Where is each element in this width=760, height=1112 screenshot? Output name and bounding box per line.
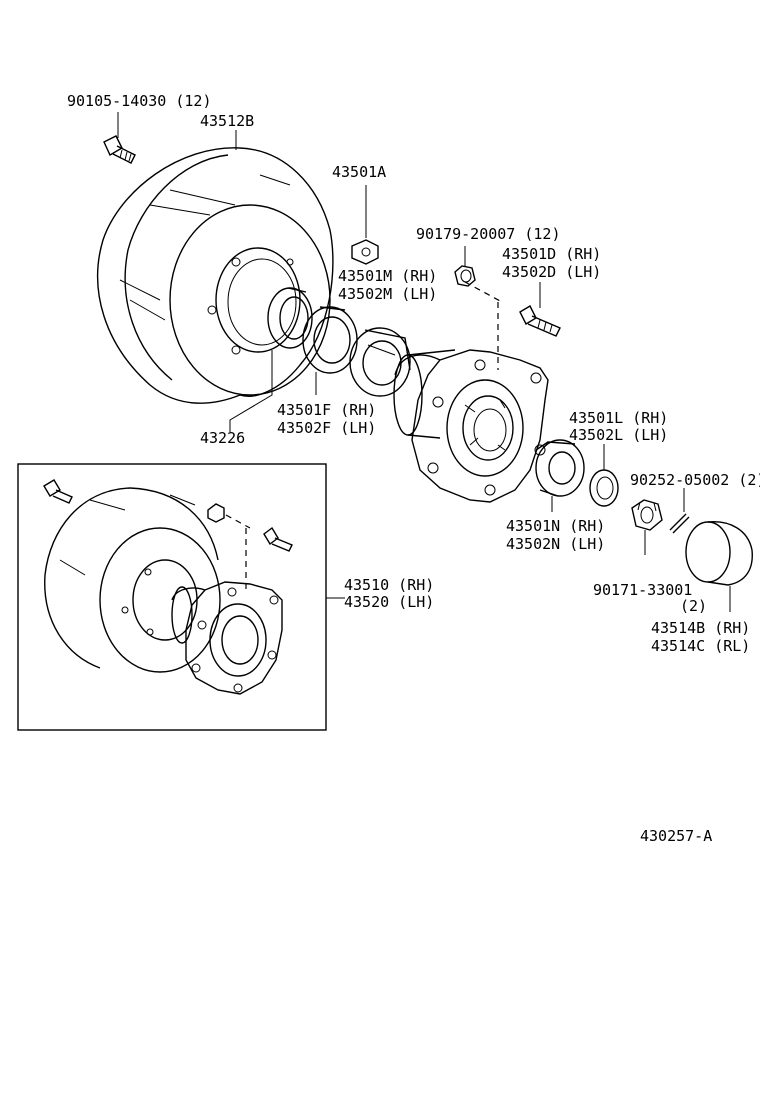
inset-nut[interactable] bbox=[207, 503, 225, 523]
label-cap-43514C: 43514C (RL) bbox=[651, 637, 751, 655]
label-bearing-43502N: 43502N (LH) bbox=[506, 535, 606, 553]
label-nut-90171-qty: (2) bbox=[680, 597, 708, 615]
part-43501A[interactable] bbox=[351, 239, 379, 265]
label-assy-43520: 43520 (LH) bbox=[344, 593, 435, 611]
label-nut-90171: 90171-33001 bbox=[593, 581, 693, 599]
label-cap-43514B: 43514B (RH) bbox=[651, 619, 751, 637]
label-bearing-43502M: 43502M (LH) bbox=[338, 285, 438, 303]
label-part-43501A: 43501A bbox=[332, 163, 387, 181]
outer-race-43501L[interactable] bbox=[589, 469, 619, 507]
inset-stud[interactable] bbox=[263, 526, 293, 552]
brake-drum[interactable] bbox=[97, 147, 334, 404]
label-drum-43512B: 43512B bbox=[200, 112, 255, 130]
label-bolt-43502D: 43502D (LH) bbox=[502, 263, 602, 281]
cotter-pin-90252[interactable] bbox=[669, 513, 690, 534]
label-bearing-43501M: 43501M (RH) bbox=[338, 267, 438, 285]
inset-hub[interactable] bbox=[171, 581, 283, 695]
outer-bearing[interactable] bbox=[535, 439, 585, 497]
label-race-43502F: 43502F (LH) bbox=[277, 419, 377, 437]
label-race-43501L: 43501L (RH) bbox=[569, 409, 669, 427]
label-assy-43510: 43510 (RH) bbox=[344, 576, 435, 594]
castle-nut-90171[interactable] bbox=[631, 499, 663, 531]
hub-bolt-43501D[interactable] bbox=[519, 305, 561, 337]
inset-bolt[interactable] bbox=[43, 479, 73, 504]
label-race-43501F: 43501F (RH) bbox=[277, 401, 377, 419]
label-bolt-43501D: 43501D (RH) bbox=[502, 245, 602, 263]
label-seal-43226: 43226 bbox=[200, 429, 246, 447]
axle-hub[interactable] bbox=[393, 349, 549, 503]
label-pin-90252: 90252-05002 (2) bbox=[630, 471, 760, 489]
hub-bolt-90105[interactable] bbox=[103, 135, 136, 164]
label-bearing-43501N: 43501N (RH) bbox=[506, 517, 606, 535]
label-nut-90179: 90179-20007 (12) bbox=[416, 225, 561, 243]
hub-nut-90179[interactable] bbox=[454, 265, 476, 287]
assembly-inset-frame bbox=[17, 463, 327, 731]
bearing-race-outer-inner[interactable] bbox=[302, 306, 358, 374]
inset-drum[interactable] bbox=[44, 487, 221, 673]
label-race-43502L: 43502L (LH) bbox=[569, 426, 669, 444]
oil-seal[interactable] bbox=[267, 287, 313, 349]
figure-id: 430257-A bbox=[640, 827, 713, 845]
label-bolt-90105: 90105-14030 (12) bbox=[67, 92, 212, 110]
hub-cap[interactable] bbox=[685, 521, 753, 586]
